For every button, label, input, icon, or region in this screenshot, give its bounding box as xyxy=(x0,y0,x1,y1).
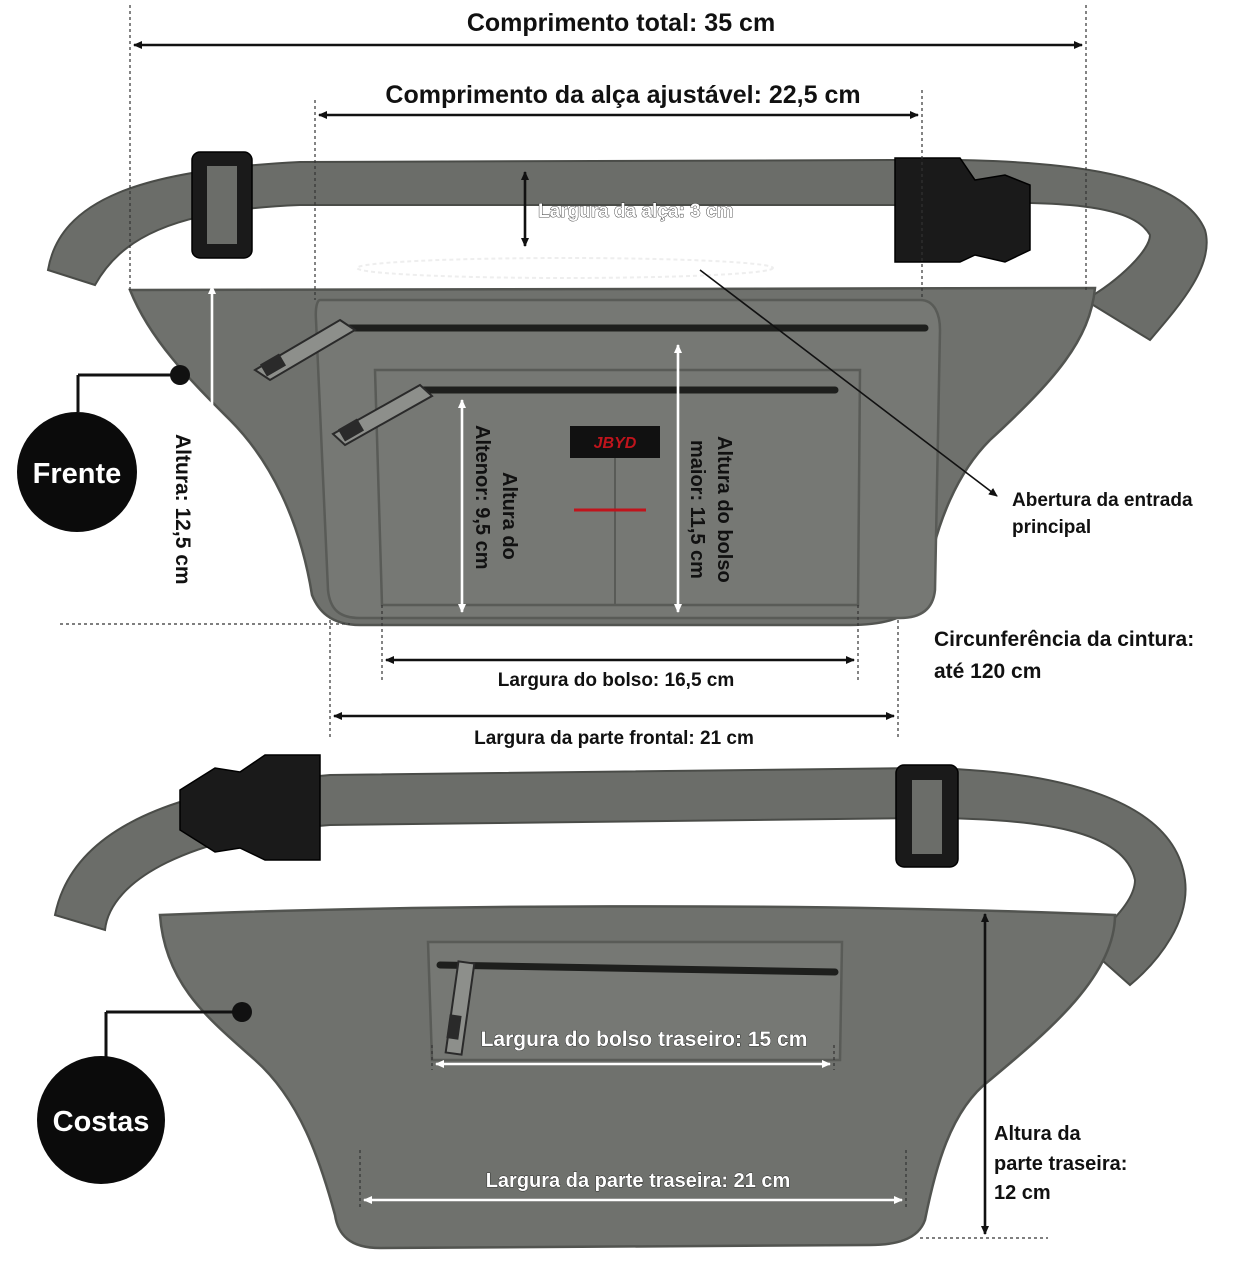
zipper-pull-icon xyxy=(444,960,476,1056)
back-height-label: parte traseira: xyxy=(994,1153,1127,1175)
strap-buckle-icon xyxy=(179,754,321,861)
front-pocket-height-label: Altura do xyxy=(498,472,520,560)
front-pocket-height-label: Altenor: 9,5 cm xyxy=(471,425,493,569)
zipper-pull-icon xyxy=(253,318,357,382)
front-badge: Frente xyxy=(17,365,190,532)
back-zipper xyxy=(436,961,839,976)
back-view xyxy=(53,754,1187,1250)
front-badge-text: Frente xyxy=(33,458,122,490)
big-pocket-height-label: maior: 11,5 cm xyxy=(686,440,708,579)
main-opening-label: Abertura da entrada xyxy=(1012,490,1193,511)
back-badge-text: Costas xyxy=(53,1106,150,1138)
pocket-width-label: Largura do bolso: 16,5 cm xyxy=(498,670,735,691)
big-pocket-height-label: Altura do bolso xyxy=(713,436,735,583)
adjustable-strap-label: Comprimento da alça ajustável: 22,5 cm xyxy=(385,81,860,109)
brand-tag-text: JBYD xyxy=(594,435,637,452)
back-bag-body xyxy=(158,905,1117,1250)
back-height-label: Altura da xyxy=(994,1123,1082,1145)
brand-tag xyxy=(570,426,660,458)
height-label: Altura: 12,5 cm xyxy=(171,434,194,585)
waist-label: Circunferência da cintura: xyxy=(934,628,1194,651)
front-view: JBYD xyxy=(46,151,1208,627)
front-inner-pocket xyxy=(373,368,862,607)
main-opening-pointer xyxy=(699,269,998,497)
strap-width-label: Largura da alça: 3 cm xyxy=(538,201,733,222)
back-badge: Costas xyxy=(37,1002,252,1184)
total-length-label: Comprimento total: 35 cm xyxy=(467,9,775,37)
back-width-label: Largura da parte traseira: 21 cm xyxy=(486,1170,791,1192)
strap-buckle-icon xyxy=(894,157,1031,263)
waist-label: até 120 cm xyxy=(934,660,1041,683)
front-strap xyxy=(46,158,1208,342)
zipper-pull-icon xyxy=(331,383,434,447)
front-width-label: Largura da parte frontal: 21 cm xyxy=(474,728,754,749)
slider-gap xyxy=(912,780,942,854)
slider-gap xyxy=(207,166,237,244)
back-pocket-width-label: Largura do bolso traseiro: 15 cm xyxy=(481,1028,808,1051)
main-opening-oval xyxy=(356,257,774,279)
main-opening-label: principal xyxy=(1012,517,1091,538)
back-height-label: 12 cm xyxy=(994,1182,1051,1204)
